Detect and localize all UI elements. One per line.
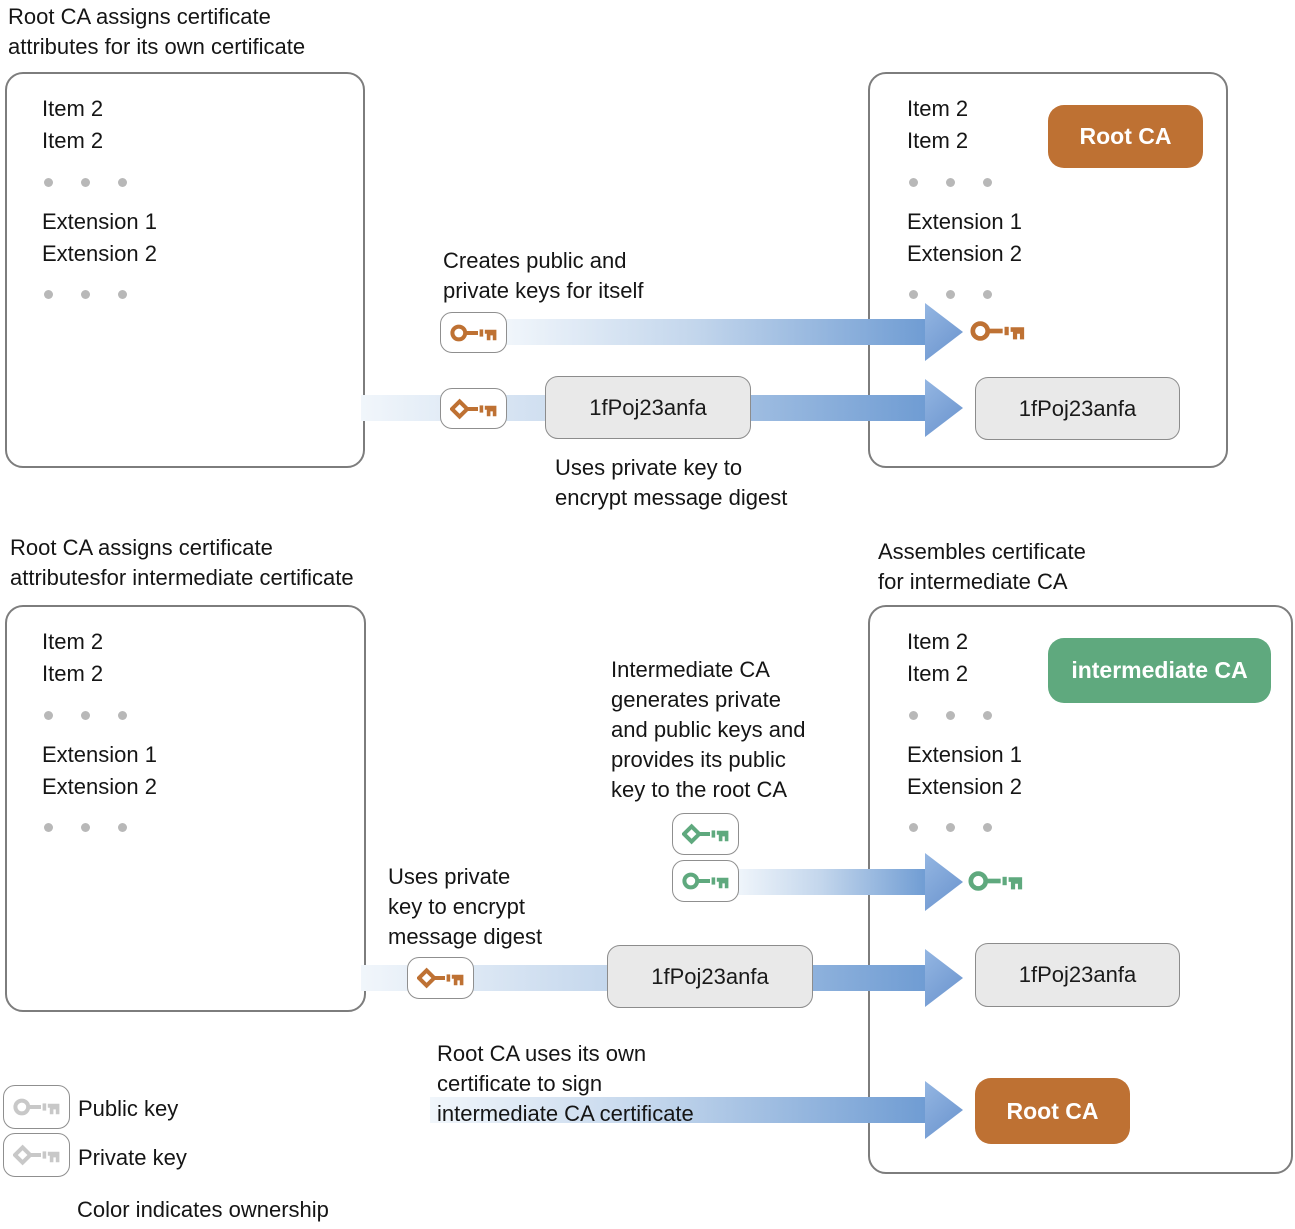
root-private-key-chip bbox=[440, 388, 507, 429]
creates-keys-note: Creates public and private keys for itse… bbox=[443, 248, 644, 303]
public-key-icon bbox=[12, 1098, 59, 1116]
ellipsis-dots bbox=[44, 178, 127, 187]
cert-extension: Extension 2 bbox=[907, 241, 1022, 266]
legend-private-key-label: Private key bbox=[78, 1145, 187, 1170]
uses-private-key-note-bottom: Uses private key to encrypt message dige… bbox=[388, 864, 543, 949]
cert-extension: Extension 1 bbox=[42, 209, 157, 234]
root-ca-badge: Root CA bbox=[1048, 105, 1203, 168]
ellipsis-dots bbox=[909, 823, 992, 832]
public-key-icon bbox=[449, 324, 496, 341]
cert-extension: Extension 2 bbox=[42, 241, 157, 266]
private-key-icon bbox=[416, 967, 463, 989]
title-line: attributes for its own certificate bbox=[8, 34, 306, 59]
cert-item: Item 2 bbox=[42, 128, 104, 153]
message-digest-hash: 1fPoj23anfa bbox=[545, 376, 751, 439]
root-ca-signature-badge: Root CA bbox=[975, 1078, 1130, 1144]
ellipsis-dots bbox=[44, 823, 127, 832]
cert-extension: Extension 1 bbox=[907, 742, 1022, 767]
root-public-key-chip bbox=[440, 312, 507, 353]
ellipsis-dots bbox=[44, 711, 127, 720]
cert-item: Item 2 bbox=[907, 629, 969, 654]
public-key-icon bbox=[968, 871, 1023, 891]
message-digest-hash: 1fPoj23anfa bbox=[607, 945, 813, 1008]
private-key-icon bbox=[681, 823, 728, 845]
intermediate-public-key-in-cert bbox=[966, 862, 1026, 900]
intermediate-ca-badge: intermediate CA bbox=[1048, 638, 1271, 703]
message-digest-hash: 1fPoj23anfa bbox=[975, 943, 1180, 1007]
cert-extension: Extension 2 bbox=[907, 774, 1022, 799]
cert-item: Item 2 bbox=[42, 629, 104, 654]
legend-public-key-label: Public key bbox=[78, 1096, 179, 1121]
arrow-root-signature bbox=[430, 1097, 927, 1123]
bottom-left-title: Root CA assigns certificate attributesfo… bbox=[10, 535, 354, 590]
root-ca-draft-certificate-box: Item 2 Item 2 Extension 1 Extension 2 bbox=[5, 72, 365, 468]
ellipsis-dots bbox=[909, 290, 992, 299]
root-signs-note: Root CA uses its own certificate to sign… bbox=[437, 1041, 694, 1126]
root-private-key-chip-bottom bbox=[407, 957, 474, 999]
title-line: Root CA assigns certificate bbox=[8, 4, 271, 29]
bottom-right-title: Assembles certificate for intermediate C… bbox=[878, 539, 1086, 594]
cert-extension: Extension 1 bbox=[907, 209, 1022, 234]
uses-private-key-note: Uses private key to encrypt message dige… bbox=[555, 455, 788, 510]
message-digest-hash: 1fPoj23anfa bbox=[975, 377, 1180, 440]
ellipsis-dots bbox=[909, 178, 992, 187]
intermediate-generates-note: Intermediate CA generates private and pu… bbox=[611, 657, 806, 802]
cert-extension: Extension 2 bbox=[42, 774, 157, 799]
arrow-intermediate-public-key bbox=[735, 869, 927, 895]
intermediate-draft-certificate-box: Item 2 Item 2 Extension 1 Extension 2 bbox=[5, 605, 366, 1012]
cert-item: Item 2 bbox=[42, 661, 104, 686]
public-key-icon bbox=[681, 872, 728, 890]
cert-extension: Extension 1 bbox=[42, 742, 157, 767]
legend-public-key-chip bbox=[3, 1085, 70, 1129]
cert-item: Item 2 bbox=[42, 96, 104, 121]
intermediate-public-key-chip bbox=[672, 860, 739, 902]
legend-ownership-note: Color indicates ownership bbox=[77, 1197, 329, 1222]
cert-item: Item 2 bbox=[907, 96, 969, 121]
intermediate-private-key-chip bbox=[672, 813, 739, 855]
ellipsis-dots bbox=[909, 711, 992, 720]
arrow-public-key-to-root-cert bbox=[505, 319, 927, 345]
private-key-icon bbox=[12, 1144, 59, 1166]
public-key-icon bbox=[970, 321, 1025, 341]
cert-item: Item 2 bbox=[907, 128, 969, 153]
private-key-icon bbox=[449, 398, 496, 419]
ellipsis-dots bbox=[44, 290, 127, 299]
legend-private-key-chip bbox=[3, 1133, 70, 1177]
root-public-key-in-cert bbox=[968, 312, 1028, 350]
cert-item: Item 2 bbox=[907, 661, 969, 686]
top-left-title: Root CA assigns certificate attributes f… bbox=[8, 2, 305, 62]
